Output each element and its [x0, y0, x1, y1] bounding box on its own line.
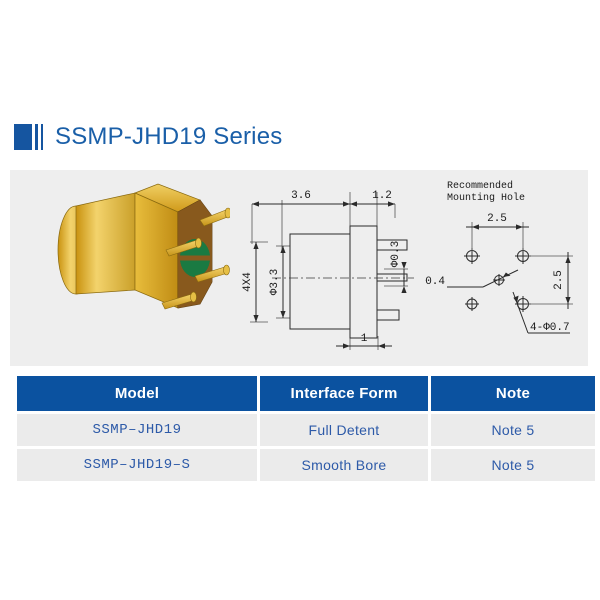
dim-pitch-x: 2.5	[487, 213, 507, 225]
page-header: SSMP-JHD19 Series	[14, 118, 282, 156]
table-row: SSMP–JHD19–S Smooth Bore Note 5	[17, 449, 595, 481]
vertical-bar-icon	[41, 124, 43, 150]
cell-model: SSMP–JHD19–S	[17, 449, 257, 481]
brand-logo	[14, 124, 43, 150]
product-render-3d	[57, 183, 230, 310]
dim-center-hole: Φ0.4	[425, 276, 445, 288]
cell-note: Note 5	[431, 414, 595, 446]
dim-pitch-y: 2.5	[553, 270, 565, 290]
mounting-hole-heading-line1: Recommended	[447, 180, 513, 192]
dim-dia-3-3: Φ3.3	[269, 269, 281, 295]
mounting-hole-heading-line2: Mounting Hole	[447, 192, 525, 204]
dim-len-3-6: 3.6	[291, 190, 311, 202]
page-title: SSMP-JHD19 Series	[55, 123, 283, 150]
cell-note: Note 5	[431, 449, 595, 481]
cell-model: SSMP–JHD19	[17, 414, 257, 446]
column-header-note: Note	[431, 376, 595, 411]
dim-corner-holes: 4-Φ0.7	[530, 322, 570, 334]
dim-4x4: 4X4	[242, 272, 254, 292]
column-header-model: Model	[17, 376, 257, 411]
dim-dia-0-3: Φ0.3	[390, 241, 402, 267]
dim-len-1: 1	[361, 333, 368, 345]
table-header-row: Model Interface Form Note	[17, 376, 595, 411]
column-header-interface-form: Interface Form	[260, 376, 428, 411]
cell-interface-form: Smooth Bore	[260, 449, 428, 481]
mounting-hole-drawing: Recommended Mounting Hole 2.5	[425, 180, 573, 334]
table-row: SSMP–JHD19 Full Detent Note 5	[17, 414, 595, 446]
cell-interface-form: Full Detent	[260, 414, 428, 446]
side-view-drawing: 3.6 1.2 4X4	[242, 190, 414, 350]
specification-table: Model Interface Form Note SSMP–JHD19 Ful…	[14, 373, 598, 484]
vertical-bar-icon	[35, 124, 38, 150]
drawing-panel: 3.6 1.2 4X4	[10, 170, 588, 366]
dim-len-1-2: 1.2	[372, 190, 392, 202]
solid-square-icon	[14, 124, 32, 150]
